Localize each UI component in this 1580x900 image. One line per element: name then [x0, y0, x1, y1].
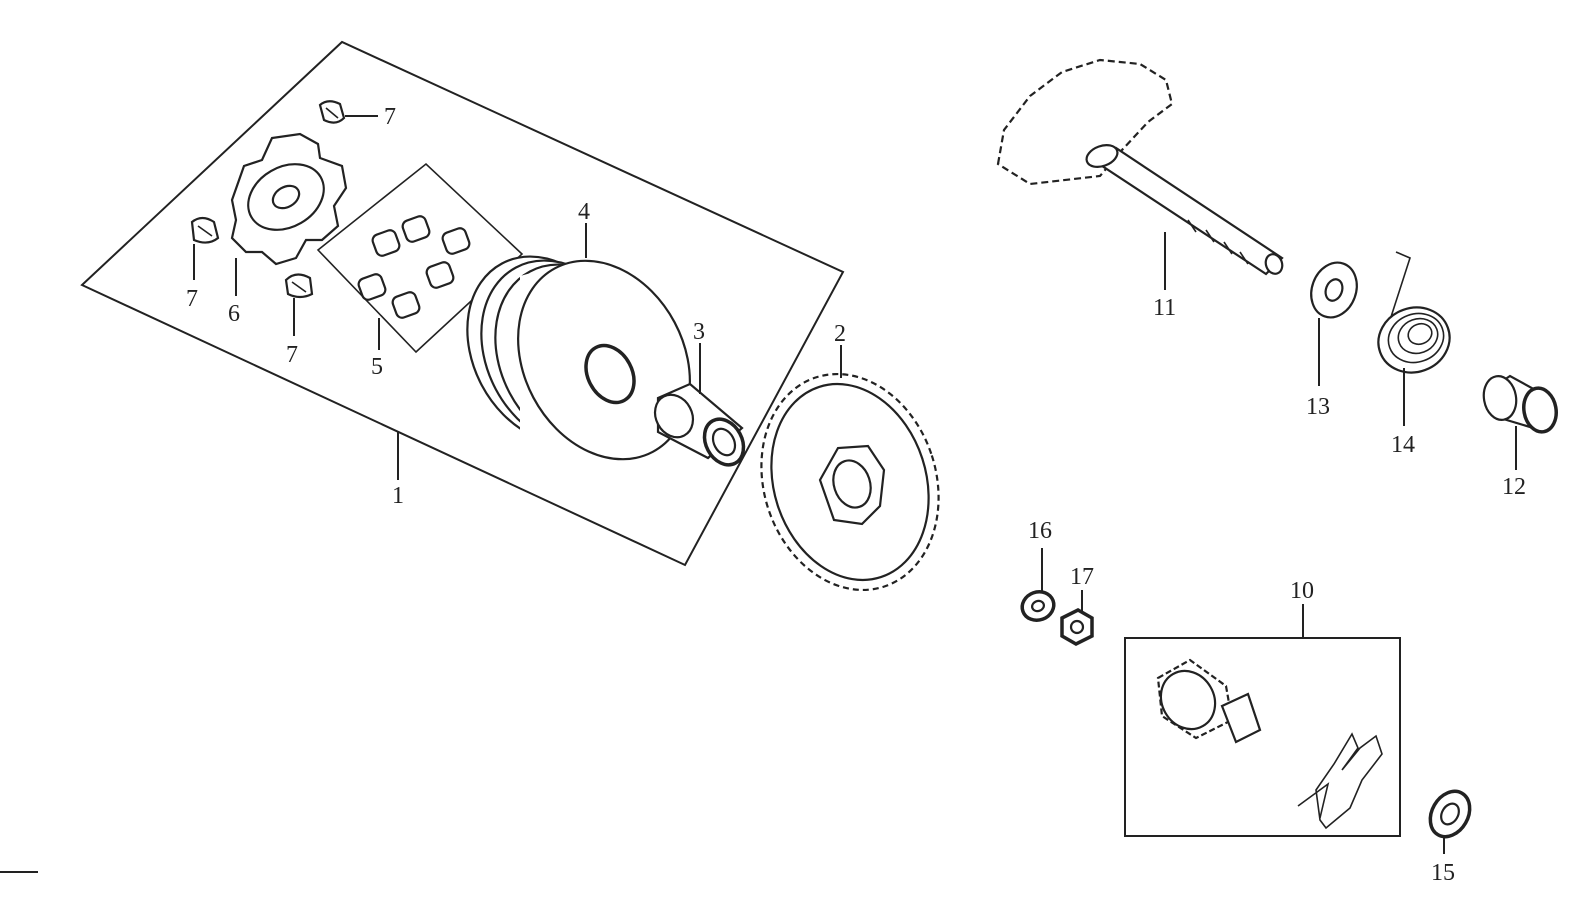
roller-set-outline-5: [316, 162, 524, 354]
gear-disc-part-2: [760, 372, 940, 592]
rollers-part-5: [357, 215, 471, 319]
drive-pulley-part-4: [466, 254, 691, 462]
callout-3: 3: [693, 319, 705, 345]
callout-1: 1: [392, 483, 404, 509]
callout-16: 16: [1028, 518, 1052, 544]
callout-6: 6: [228, 301, 240, 327]
starter-pinion-part-10: [1156, 658, 1262, 744]
callout-labels: 1 2 3 4 5 6 7 7 7 10 11 12 13 14 15 16 1…: [186, 104, 1526, 886]
ramp-plate-part-6: [230, 132, 348, 266]
callout-14: 14: [1391, 432, 1415, 458]
callout-17: 17: [1070, 564, 1094, 590]
sleeve-part-3: [653, 382, 746, 467]
assembly-outline-10: [1124, 637, 1401, 837]
callout-7-left: 7: [186, 286, 198, 312]
kick-spindle-part-11: [996, 58, 1284, 276]
callout-5: 5: [371, 354, 383, 380]
clip-part-7-left: [190, 216, 220, 244]
callout-12: 12: [1502, 474, 1526, 500]
bushing-part-12: [1482, 374, 1558, 434]
clip-part-7-bottom: [284, 273, 314, 299]
spring-part-14: [1377, 251, 1451, 374]
callout-13: 13: [1306, 394, 1330, 420]
starter-clip-part-10: [1297, 732, 1383, 830]
callout-7-top: 7: [384, 104, 396, 130]
callout-7-bottom: 7: [286, 342, 298, 368]
callout-4: 4: [578, 199, 590, 225]
assembly-outline-1: [80, 40, 845, 567]
washer-part-16: [1020, 590, 1056, 622]
leader-lines: [0, 115, 1517, 873]
callout-10: 10: [1290, 578, 1314, 604]
callout-15: 15: [1431, 860, 1455, 886]
callout-11: 11: [1153, 295, 1176, 321]
clip-part-7-top: [318, 100, 346, 124]
washer-part-13: [1310, 261, 1358, 319]
nut-part-17: [1060, 608, 1094, 646]
washer-part-15: [1428, 789, 1472, 839]
callout-2: 2: [834, 321, 846, 347]
